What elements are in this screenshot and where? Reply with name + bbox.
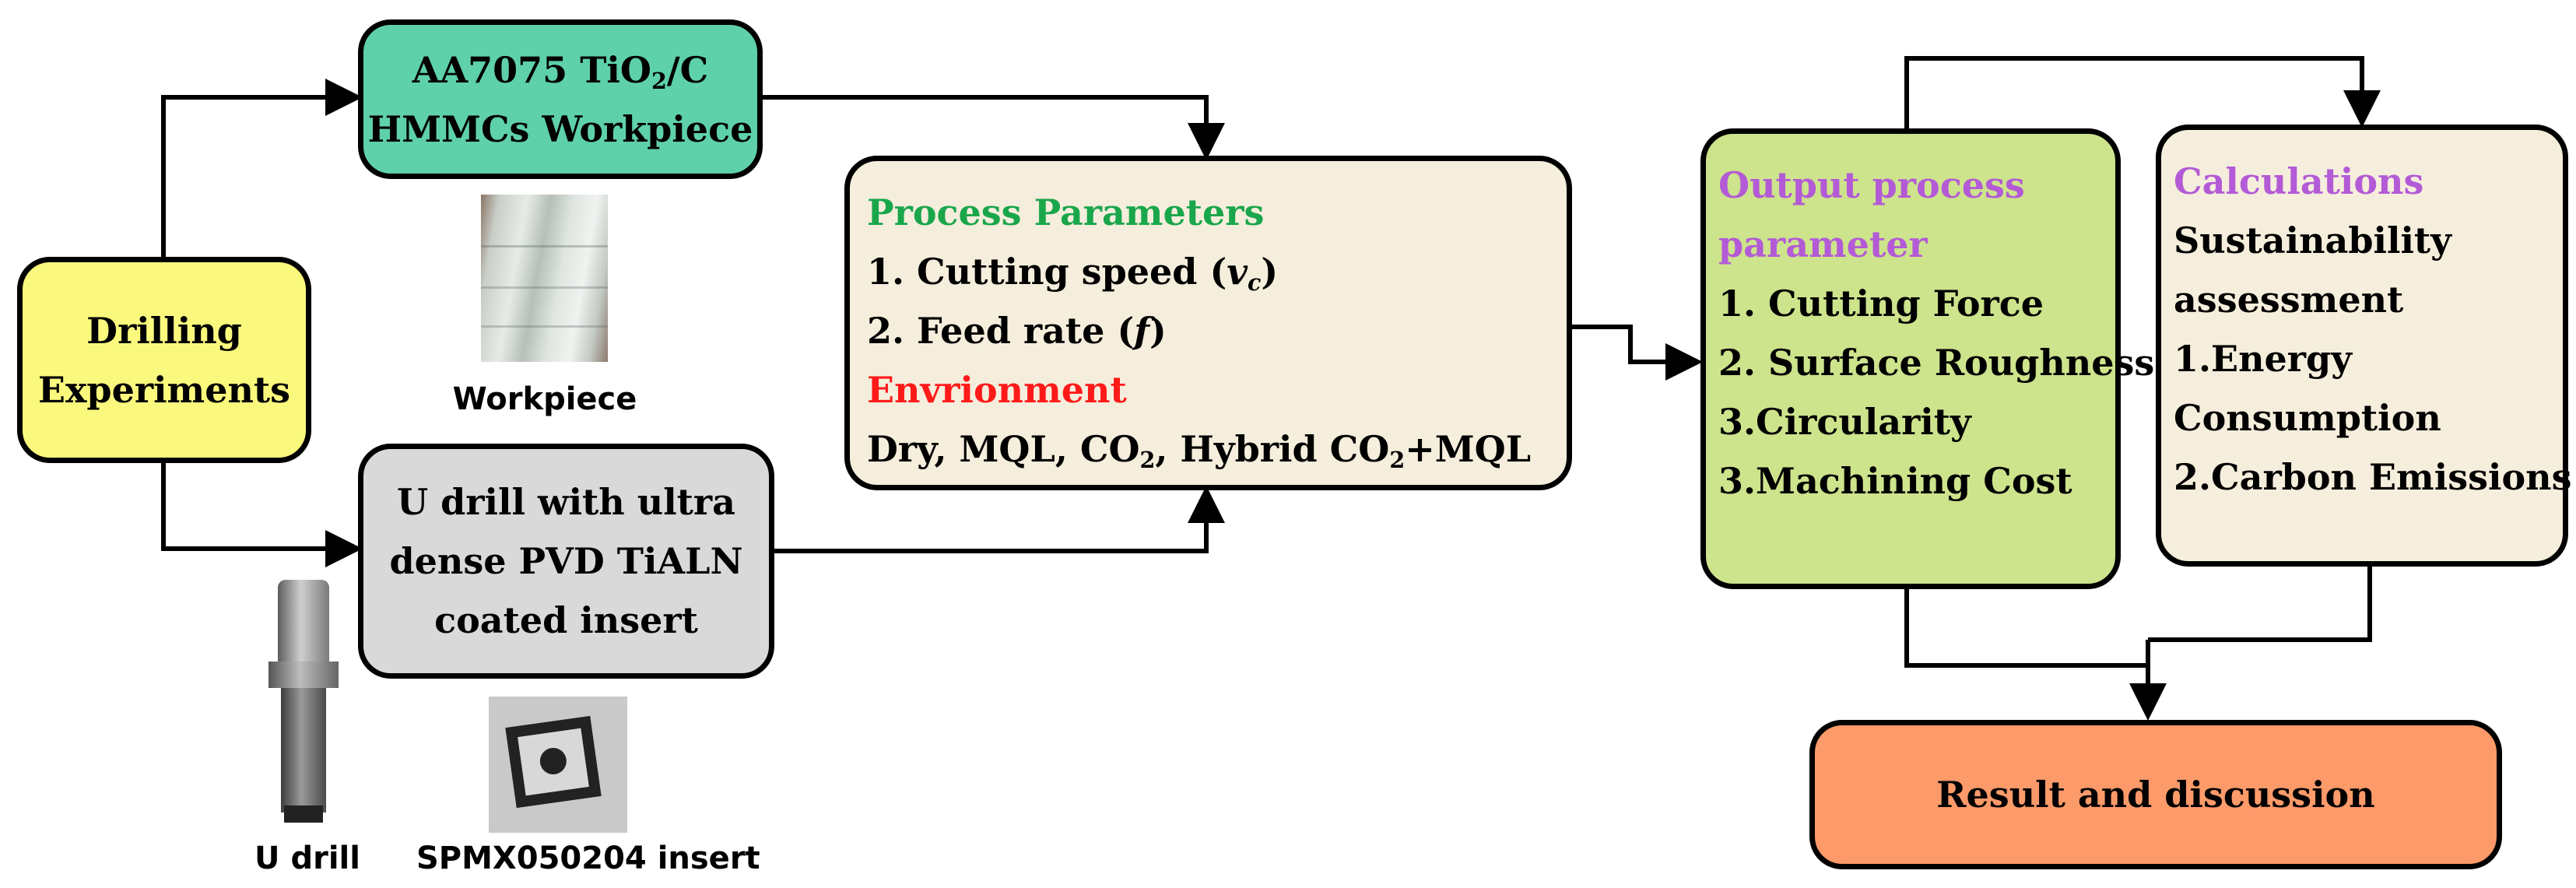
drilling-label-line2: Experiments bbox=[37, 368, 291, 411]
feed-rate-var: f bbox=[1134, 310, 1150, 352]
insert-photo bbox=[489, 697, 627, 833]
output-item-surface-roughness: 2. Surface Roughness bbox=[1718, 342, 2155, 384]
tool-box: U drill with ultra dense PVD TiALN coate… bbox=[358, 444, 774, 679]
cutting-speed-var-subscript: c bbox=[1247, 269, 1262, 296]
workpiece-photo bbox=[481, 195, 608, 362]
result-label: Result and discussion bbox=[1936, 774, 2375, 816]
cutting-speed-label: 1. Cutting speed ( bbox=[867, 251, 1227, 293]
arrow-process-to-output bbox=[1572, 325, 1703, 381]
environment-subscript-a: 2 bbox=[1139, 446, 1156, 473]
workpiece-label-text: AA7075 TiO bbox=[412, 48, 651, 91]
output-heading-line2: parameter bbox=[1718, 223, 1928, 265]
workpiece-caption: Workpiece bbox=[452, 381, 637, 417]
cutting-speed-symbol: vc bbox=[1227, 251, 1261, 293]
arrow-output-to-calc bbox=[1904, 56, 2381, 128]
line-calc-down bbox=[2148, 567, 2372, 642]
arrow-drilling-to-tool bbox=[161, 463, 363, 567]
workpiece-box: AA7075 TiO2/C HMMCs Workpiece bbox=[358, 19, 763, 179]
drilling-label-line1: Drilling bbox=[86, 309, 242, 352]
arrow-drilling-to-workpiece bbox=[161, 79, 363, 257]
feed-rate-close: ) bbox=[1149, 310, 1167, 352]
tool-label-line3: coated insert bbox=[434, 599, 698, 641]
environment-subscript-b: 2 bbox=[1389, 446, 1406, 473]
calc-line-energy: 1.Energy bbox=[2174, 338, 2352, 380]
u-drill-caption: U drill bbox=[254, 841, 360, 876]
workpiece-label-subscript: 2 bbox=[651, 67, 667, 94]
process-parameters-heading: Process Parameters bbox=[867, 191, 1265, 233]
calc-line-assessment: assessment bbox=[2174, 279, 2404, 321]
insert-caption: SPMX050204 insert bbox=[416, 841, 760, 876]
calculations-box: Calculations Sustainability assessment 1… bbox=[2156, 125, 2572, 567]
workpiece-label-line2: HMMCs Workpiece bbox=[367, 107, 753, 150]
result-discussion-box: Result and discussion bbox=[1809, 720, 2502, 869]
tool-label-line2: dense PVD TiALN bbox=[389, 540, 743, 582]
environment-heading: Envrionment bbox=[867, 369, 1127, 411]
process-item-feed-rate: 2. Feed rate (f) bbox=[867, 301, 1554, 360]
calculations-heading: Calculations bbox=[2174, 160, 2424, 202]
arrow-workpiece-to-process bbox=[763, 95, 1225, 160]
output-parameter-box: Output process parameter 1. Cutting Forc… bbox=[1700, 128, 2155, 589]
environment-text-a: Dry, MQL, CO bbox=[867, 428, 1140, 470]
output-item-cutting-force: 1. Cutting Force bbox=[1718, 283, 2044, 325]
arrow-tool-to-process bbox=[774, 486, 1225, 553]
calc-line-sustainability: Sustainability bbox=[2174, 219, 2451, 261]
drilling-experiments-box: Drilling Experiments bbox=[17, 257, 311, 463]
workpiece-label-suffix: /C bbox=[666, 48, 709, 91]
environment-list: Dry, MQL, CO2, Hybrid CO2+MQL bbox=[867, 419, 1554, 479]
u-drill-photo bbox=[261, 580, 346, 825]
output-item-machining-cost: 3.Machining Cost bbox=[1718, 460, 2072, 502]
environment-text-c: +MQL bbox=[1405, 428, 1532, 470]
output-item-circularity: 3.Circularity bbox=[1718, 401, 1971, 443]
line-output-down bbox=[1904, 589, 2148, 668]
cutting-speed-var: v bbox=[1227, 251, 1248, 293]
tool-label-line1: U drill with ultra bbox=[397, 481, 735, 523]
output-heading-line1: Output process bbox=[1718, 164, 2025, 206]
process-item-cutting-speed: 1. Cutting speed (vc) bbox=[867, 242, 1554, 301]
calc-line-carbon-emissions: 2.Carbon Emissions bbox=[2174, 456, 2572, 498]
process-parameters-box: Process Parameters 1. Cutting speed (vc)… bbox=[844, 156, 1572, 490]
workpiece-label-line1: AA7075 TiO2/C bbox=[412, 40, 708, 100]
cutting-speed-close: ) bbox=[1261, 251, 1279, 293]
environment-text-b: , Hybrid CO bbox=[1155, 428, 1390, 470]
calc-line-consumption: Consumption bbox=[2174, 397, 2441, 439]
feed-rate-label: 2. Feed rate ( bbox=[867, 310, 1135, 352]
